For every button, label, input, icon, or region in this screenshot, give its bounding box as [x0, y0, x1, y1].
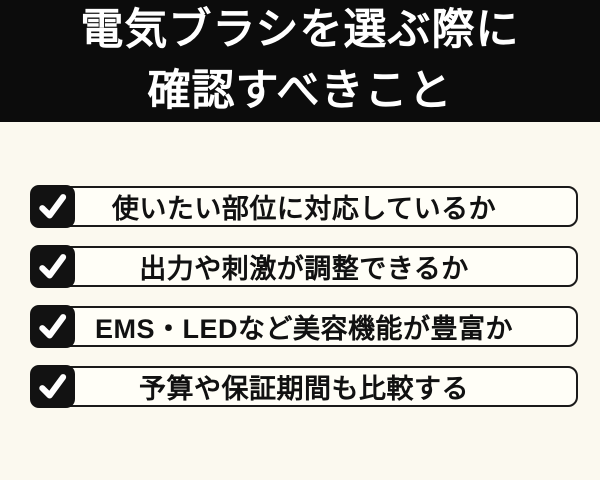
item-box	[54, 366, 578, 407]
checklist-item: EMS・LEDなど美容機能が豊富か	[30, 305, 578, 348]
checkbox	[30, 245, 75, 288]
checkmark-icon	[39, 314, 67, 339]
checklist-item: 使いたい部位に対応しているか	[30, 185, 578, 228]
item-label: 出力や刺激が調整できるか	[139, 254, 469, 284]
item-box	[54, 246, 578, 287]
checklist: 使いたい部位に対応しているか 出力や刺激が調整できるか EMS・LEDなど美容機…	[0, 122, 600, 408]
page-title-line-1: 電気ブラシを選ぶ際に	[80, 6, 520, 54]
checklist-item: 出力や刺激が調整できるか	[30, 245, 578, 288]
header-banner: 電気ブラシを選ぶ際に 確認すべきこと	[0, 0, 600, 122]
checkbox	[30, 305, 75, 348]
checkmark-icon	[39, 194, 67, 219]
item-label: EMS・LEDなど美容機能が豊富か	[94, 314, 513, 344]
checklist-item: 予算や保証期間も比較する	[30, 365, 578, 408]
checkmark-icon	[39, 374, 67, 399]
item-label: 使いたい部位に対応しているか	[111, 194, 497, 224]
item-box	[54, 186, 578, 227]
item-box	[54, 306, 578, 347]
checkmark-icon	[39, 254, 67, 279]
checkbox	[30, 185, 75, 228]
page-title-line-2: 確認すべきこと	[147, 67, 453, 115]
checkbox	[30, 365, 75, 408]
item-label: 予算や保証期間も比較する	[139, 374, 469, 404]
